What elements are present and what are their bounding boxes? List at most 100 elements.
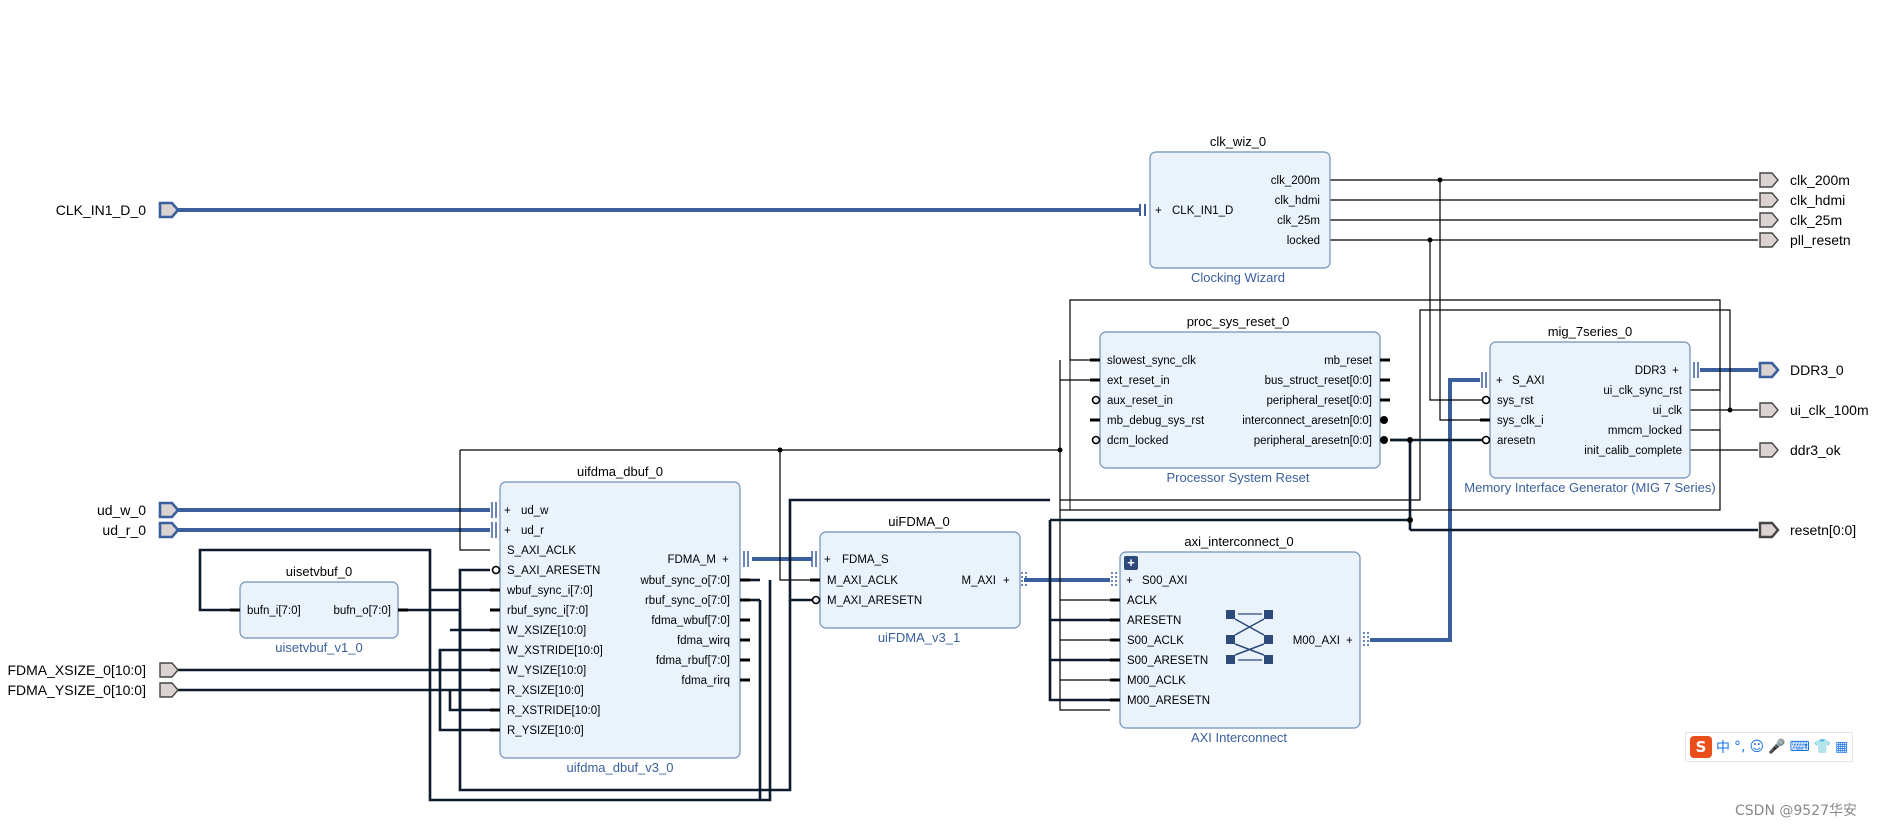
punctuation-icon[interactable]: °, bbox=[1734, 739, 1746, 755]
svg-text:fdma_wbuf[7:0]: fdma_wbuf[7:0] bbox=[651, 615, 730, 627]
ime-mode[interactable]: 中 bbox=[1716, 740, 1730, 756]
svg-text:S00_AXI: S00_AXI bbox=[1142, 575, 1187, 587]
svg-text:ARESETN: ARESETN bbox=[1127, 615, 1181, 627]
svg-text:interconnect_aresetn[0:0]: interconnect_aresetn[0:0] bbox=[1242, 415, 1372, 427]
svg-text:mb_reset: mb_reset bbox=[1324, 355, 1373, 367]
block-type: uisetvbuf_v1_0 bbox=[275, 640, 362, 655]
svg-text:resetn[0:0]: resetn[0:0] bbox=[1790, 522, 1856, 538]
svg-text:ui_clk_sync_rst: ui_clk_sync_rst bbox=[1603, 385, 1682, 397]
svg-text:S00_ARESETN: S00_ARESETN bbox=[1127, 655, 1208, 667]
block-title: uifdma_dbuf_0 bbox=[577, 464, 663, 479]
port-pll-resetn[interactable]: pll_resetn bbox=[1759, 232, 1851, 248]
port-fdma-ysize[interactable]: FDMA_YSIZE_0[10:0] bbox=[7, 682, 179, 698]
svg-text:bufn_o[7:0]: bufn_o[7:0] bbox=[333, 605, 391, 617]
port-resetn[interactable]: resetn[0:0] bbox=[1758, 521, 1856, 539]
keyboard-icon[interactable]: ⌨ bbox=[1789, 739, 1810, 755]
svg-text:clk_hdmi: clk_hdmi bbox=[1790, 192, 1845, 208]
svg-text:wbuf_sync_i[7:0]: wbuf_sync_i[7:0] bbox=[506, 585, 593, 597]
svg-text:ud_r: ud_r bbox=[521, 525, 544, 537]
plus-icon: + bbox=[504, 525, 511, 537]
svg-text:pll_resetn: pll_resetn bbox=[1790, 232, 1851, 248]
skin-icon[interactable]: 👕 bbox=[1813, 739, 1832, 755]
svg-text:aresetn: aresetn bbox=[1497, 435, 1535, 447]
svg-text:CLK_IN1_D_0: CLK_IN1_D_0 bbox=[56, 202, 146, 218]
sogou-logo-icon[interactable]: S bbox=[1690, 736, 1712, 758]
port-ddr3-ok[interactable]: ddr3_ok bbox=[1759, 442, 1842, 458]
svg-text:peripheral_reset[0:0]: peripheral_reset[0:0] bbox=[1267, 395, 1372, 407]
block-proc-sys-reset[interactable]: proc_sys_reset_0 slowest_sync_clk ext_re… bbox=[1069, 299, 1721, 511]
block-type: Clocking Wizard bbox=[1191, 270, 1285, 285]
svg-text:S_AXI_ACLK: S_AXI_ACLK bbox=[507, 545, 576, 557]
svg-text:ud_r_0: ud_r_0 bbox=[102, 522, 146, 538]
svg-text:bufn_i[7:0]: bufn_i[7:0] bbox=[247, 605, 301, 617]
port-clk-hdmi[interactable]: clk_hdmi bbox=[1759, 192, 1845, 208]
port-ud-r[interactable]: ud_r_0 bbox=[102, 521, 180, 539]
svg-text:R_YSIZE[10:0]: R_YSIZE[10:0] bbox=[507, 725, 584, 737]
svg-text:rbuf_sync_o[7:0]: rbuf_sync_o[7:0] bbox=[645, 595, 730, 607]
svg-text:fdma_wirq: fdma_wirq bbox=[677, 635, 730, 647]
block-title: proc_sys_reset_0 bbox=[1187, 314, 1290, 329]
port-clk-in[interactable]: CLK_IN1_D_0 bbox=[56, 201, 180, 219]
microphone-icon[interactable]: 🎤 bbox=[1768, 739, 1786, 755]
svg-text:dcm_locked: dcm_locked bbox=[1107, 435, 1168, 447]
external-ports: CLK_IN1_D_0 ud_w_0 ud_r_0 FDMA_XSIZE_0[1… bbox=[7, 172, 1868, 698]
expand-icon[interactable] bbox=[1124, 556, 1138, 570]
block-axi-interconnect[interactable]: axi_interconnect_0 + + S00_AXI ACLK ARES… bbox=[1110, 534, 1369, 745]
svg-text:ud_w_0: ud_w_0 bbox=[97, 502, 146, 518]
port-ddr3[interactable]: DDR3_0 bbox=[1758, 361, 1844, 379]
block-mig[interactable]: mig_7series_0 + S_AXI sys_rst sys_clk_i … bbox=[1464, 324, 1715, 495]
svg-text:clk_25m: clk_25m bbox=[1277, 215, 1320, 227]
toolbox-icon[interactable]: ▦ bbox=[1835, 739, 1849, 755]
svg-text:ui_clk_100m: ui_clk_100m bbox=[1790, 402, 1869, 418]
svg-text:ddr3_ok: ddr3_ok bbox=[1790, 442, 1842, 458]
port-clk-25m[interactable]: clk_25m bbox=[1759, 212, 1842, 228]
port-clk-200m[interactable]: clk_200m bbox=[1759, 172, 1850, 188]
svg-text:FDMA_S: FDMA_S bbox=[842, 554, 889, 566]
svg-text:fdma_rbuf[7:0]: fdma_rbuf[7:0] bbox=[656, 655, 730, 667]
svg-text:M_AXI_ACLK: M_AXI_ACLK bbox=[827, 575, 898, 587]
svg-text:M_AXI_ARESETN: M_AXI_ARESETN bbox=[827, 595, 922, 607]
svg-text:ud_w: ud_w bbox=[521, 505, 549, 517]
svg-text:W_XSIZE[10:0]: W_XSIZE[10:0] bbox=[507, 625, 586, 637]
block-uifdma[interactable]: uiFDMA_0 + FDMA_S M_AXI_ACLK M_AXI_ARESE… bbox=[810, 514, 1027, 645]
svg-text:sys_clk_i: sys_clk_i bbox=[1497, 415, 1544, 427]
svg-text:CLK_IN1_D: CLK_IN1_D bbox=[1172, 205, 1233, 217]
plus-icon: + bbox=[1126, 575, 1133, 587]
svg-text:sys_rst: sys_rst bbox=[1497, 395, 1534, 407]
svg-text:slowest_sync_clk: slowest_sync_clk bbox=[1107, 355, 1196, 367]
plus-icon: + bbox=[1672, 365, 1679, 377]
svg-text:bus_struct_reset[0:0]: bus_struct_reset[0:0] bbox=[1265, 375, 1372, 387]
port-fdma-xsize[interactable]: FDMA_XSIZE_0[10:0] bbox=[7, 662, 179, 678]
emoji-icon[interactable]: ☺ bbox=[1749, 739, 1765, 755]
svg-text:locked: locked bbox=[1287, 235, 1320, 247]
svg-text:DDR3: DDR3 bbox=[1635, 365, 1666, 377]
svg-text:ext_reset_in: ext_reset_in bbox=[1107, 375, 1170, 387]
block-type: Memory Interface Generator (MIG 7 Series… bbox=[1464, 480, 1715, 495]
block-uifdma-dbuf[interactable]: uifdma_dbuf_0 + + ud_w ud_r S_AXI_ACLK S… bbox=[490, 464, 750, 775]
svg-text:S_AXI: S_AXI bbox=[1512, 375, 1545, 387]
svg-text:aux_reset_in: aux_reset_in bbox=[1107, 395, 1173, 407]
block-clk-wiz[interactable]: clk_wiz_0 + CLK_IN1_D clk_200m clk_hdmi … bbox=[1139, 134, 1331, 285]
svg-text:DDR3_0: DDR3_0 bbox=[1790, 362, 1844, 378]
svg-text:FDMA_M: FDMA_M bbox=[667, 554, 716, 566]
block-uisetvbuf[interactable]: uisetvbuf_0 bufn_i[7:0] bufn_o[7:0] uise… bbox=[230, 564, 408, 655]
svg-text:clk_200m: clk_200m bbox=[1790, 172, 1850, 188]
block-title: axi_interconnect_0 bbox=[1184, 534, 1293, 549]
svg-text:R_XSIZE[10:0]: R_XSIZE[10:0] bbox=[507, 685, 584, 697]
ime-toolbar[interactable]: S 中 °, ☺ 🎤 ⌨ 👕 ▦ bbox=[1685, 732, 1854, 762]
svg-text:init_calib_complete: init_calib_complete bbox=[1584, 445, 1682, 457]
svg-text:clk_25m: clk_25m bbox=[1790, 212, 1842, 228]
plus-icon: + bbox=[1003, 575, 1010, 587]
svg-text:M00_AXI: M00_AXI bbox=[1293, 635, 1340, 647]
port-ud-w[interactable]: ud_w_0 bbox=[97, 501, 180, 519]
svg-text:FDMA_XSIZE_0[10:0]: FDMA_XSIZE_0[10:0] bbox=[7, 662, 146, 678]
block-title: uisetvbuf_0 bbox=[286, 564, 353, 579]
svg-text:ui_clk: ui_clk bbox=[1653, 405, 1683, 417]
svg-text:clk_200m: clk_200m bbox=[1271, 175, 1320, 187]
port-ui-clk-100m[interactable]: ui_clk_100m bbox=[1759, 402, 1869, 418]
svg-text:ACLK: ACLK bbox=[1127, 595, 1157, 607]
svg-text:rbuf_sync_i[7:0]: rbuf_sync_i[7:0] bbox=[507, 605, 588, 617]
plus-icon: + bbox=[1496, 375, 1503, 387]
svg-text:W_YSIZE[10:0]: W_YSIZE[10:0] bbox=[507, 665, 586, 677]
